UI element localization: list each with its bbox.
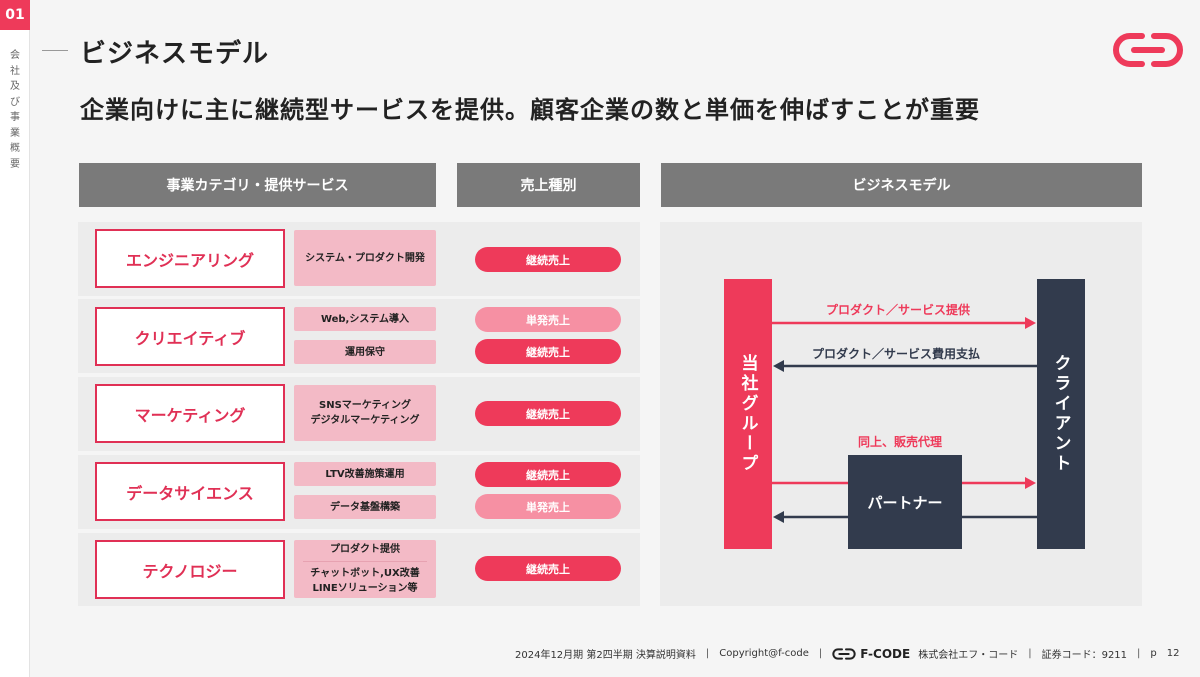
service-item: データ基盤構築	[294, 495, 436, 519]
footer-copyright: Copyright@f-code	[719, 648, 809, 659]
footer-brand: F-CODE	[832, 647, 910, 661]
header-sales-type: 売上種別	[457, 163, 640, 207]
section-title-char: 及	[10, 81, 20, 92]
service-item: SNSマーケティング デジタルマーケティング	[294, 385, 436, 441]
service-label: プロダクト提供	[330, 544, 400, 555]
fcode-logo-icon	[832, 647, 856, 660]
service-item: LTV改善施策運用	[294, 462, 436, 486]
footer-period: 2024年12月期 第2四半期 決算説明資料	[515, 650, 696, 661]
category-technology: テクノロジー	[95, 540, 285, 599]
client-label: クライアント	[1050, 354, 1071, 474]
service-label: Web,システム導入	[320, 313, 410, 325]
category-engineering: エンジニアリング	[95, 229, 285, 288]
sales-type-badge: 単発売上	[475, 494, 621, 519]
section-title-char: 事	[10, 112, 20, 123]
own-group-label: 当社グループ	[737, 354, 758, 474]
service-label: LTV改善施策運用	[325, 468, 405, 480]
service-divider	[303, 561, 427, 562]
page-title: ビジネスモデル	[80, 39, 270, 69]
sales-type-badge: 継続売上	[475, 462, 621, 487]
client-bar: クライアント	[1037, 279, 1085, 549]
service-label: SNSマーケティング	[319, 400, 411, 411]
sales-type-badge: 継続売上	[475, 247, 621, 272]
flow-label-agency: 同上、販売代理	[858, 435, 943, 449]
service-item: Web,システム導入	[294, 307, 436, 331]
service-label: システム・プロダクト開発	[305, 252, 425, 264]
fcode-logo-icon	[1113, 33, 1183, 67]
sales-type-badge: 継続売上	[475, 556, 621, 581]
category-creative: クリエイティブ	[95, 307, 285, 366]
sales-type-badge: 継続売上	[475, 339, 621, 364]
category-marketing: マーケティング	[95, 384, 285, 443]
service-label: 運用保守	[345, 346, 385, 358]
title-decoration-line	[42, 50, 68, 51]
section-title-char: 概	[10, 143, 20, 154]
headline: 企業向けに主に継続型サービスを提供。顧客企業の数と単価を伸ばすことが重要	[80, 96, 980, 124]
section-title-char: 業	[10, 127, 20, 139]
footer-brand-name: F-CODE	[860, 646, 911, 661]
partner-box: パートナー	[848, 455, 962, 549]
header-category: 事業カテゴリ・提供サービス	[79, 163, 436, 207]
service-label: チャットボット,UX改善	[310, 568, 420, 579]
own-group-bar: 当社グループ	[724, 279, 772, 549]
sales-type-badge: 継続売上	[475, 401, 621, 426]
section-title-char: 社	[10, 65, 20, 77]
footer: 2024年12月期 第2四半期 決算説明資料 | Copyright@f-cod…	[515, 646, 1180, 662]
service-label: LINEソリューション等	[312, 583, 418, 594]
sales-type-badge: 単発売上	[475, 307, 621, 332]
footer-separator: |	[1137, 648, 1141, 659]
service-label: デジタルマーケティング	[310, 415, 420, 426]
service-label: データ基盤構築	[330, 501, 400, 513]
service-item: プロダクト提供 チャットボット,UX改善 LINEソリューション等	[294, 540, 436, 598]
section-title-char: び	[10, 96, 20, 108]
flow-label-payment: プロダクト／サービス費用支払	[812, 347, 981, 361]
footer-page-prefix: p	[1150, 648, 1157, 659]
footer-separator: |	[818, 648, 823, 659]
footer-separator: |	[705, 648, 710, 659]
left-rail: 01 会 社 及 び 事 業 概 要	[0, 0, 30, 677]
section-title-char: 会	[10, 50, 20, 61]
footer-company: 株式会社エフ・コード	[918, 650, 1019, 661]
section-number: 01	[0, 0, 30, 30]
flow-label-provide: プロダクト／サービス提供	[826, 303, 971, 317]
footer-page-number: 12	[1166, 648, 1180, 659]
service-item: システム・プロダクト開発	[294, 230, 436, 286]
service-item: 運用保守	[294, 340, 436, 364]
header-business-model: ビジネスモデル	[661, 163, 1142, 207]
section-title-vertical: 会 社 及 び 事 業 概 要	[0, 48, 30, 172]
footer-stock-code: 証券コード：9211	[1041, 650, 1128, 661]
section-title-char: 要	[10, 158, 20, 170]
category-data-science: データサイエンス	[95, 462, 285, 521]
footer-separator: |	[1028, 648, 1032, 659]
